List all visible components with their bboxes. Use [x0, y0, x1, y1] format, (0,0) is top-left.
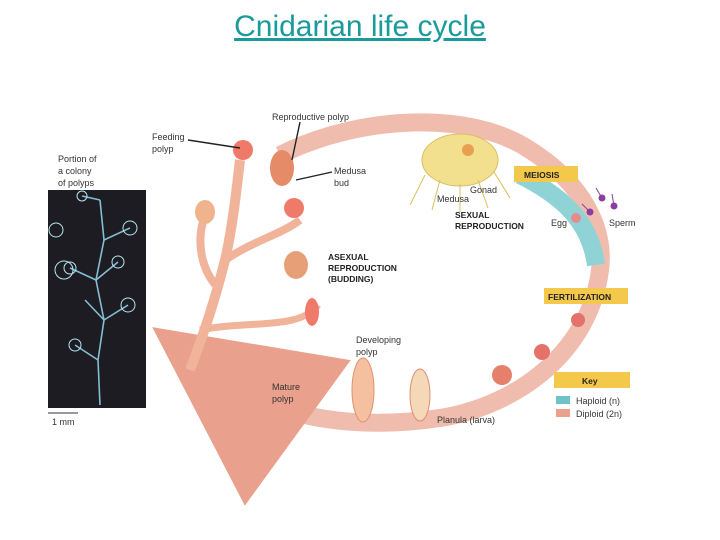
fertilization-banner — [544, 288, 628, 304]
label-egg: Egg — [551, 218, 567, 228]
label-asexual-2: REPRODUCTION — [328, 263, 397, 273]
development-stages — [351, 313, 585, 423]
scale-label: 1 mm — [52, 417, 75, 427]
label-meiosis: MEIOSIS — [524, 170, 560, 180]
sperm-drawing — [581, 187, 618, 216]
slide-title: Cnidarian life cycle — [234, 10, 486, 43]
label-gonad: Gonad — [470, 185, 497, 195]
photo-label-1: Portion of — [58, 154, 97, 164]
key-title: Key — [582, 376, 598, 386]
diploid-swatch — [556, 409, 570, 417]
cycle-arrow — [152, 113, 610, 506]
label-fertilization: FERTILIZATION — [548, 292, 611, 302]
polyp-colony — [185, 140, 321, 372]
label-asexual-3: (BUDDING) — [328, 274, 373, 284]
key-legend: Key Haploid (n) Diploid (2n) — [554, 372, 630, 419]
label-sexual-2: REPRODUCTION — [455, 221, 524, 231]
photo-label-3: of polyps — [58, 178, 95, 188]
haploid-swatch — [556, 396, 570, 404]
meiosis-banner — [514, 166, 578, 182]
label-asexual-1: ASEXUAL — [328, 252, 369, 262]
label-developing-2: polyp — [356, 347, 378, 357]
label-medusa-bud-1: Medusa — [334, 166, 366, 176]
key-haploid: Haploid (n) — [576, 396, 620, 406]
label-mature-2: polyp — [272, 394, 294, 404]
label-feeding-polyp-2: polyp — [152, 144, 174, 154]
key-banner — [554, 372, 630, 388]
label-mature-1: Mature — [272, 382, 300, 392]
leader-lines — [187, 121, 333, 181]
egg-drawing — [571, 213, 581, 223]
label-sperm: Sperm — [609, 218, 636, 228]
label-sexual-1: SEXUAL — [455, 210, 489, 220]
label-planula: Planula (larva) — [437, 415, 495, 425]
key-diploid: Diploid (2n) — [576, 409, 622, 419]
medusa-drawing — [409, 133, 511, 212]
colony-photo — [48, 190, 146, 408]
label-medusa: Medusa — [437, 194, 469, 204]
label-developing-1: Developing — [356, 335, 401, 345]
label-medusa-bud-2: bud — [334, 178, 349, 188]
label-reproductive-polyp: Reproductive polyp — [272, 112, 349, 122]
label-feeding-polyp-1: Feeding — [152, 132, 185, 142]
photo-label-2: a colony — [58, 166, 92, 176]
